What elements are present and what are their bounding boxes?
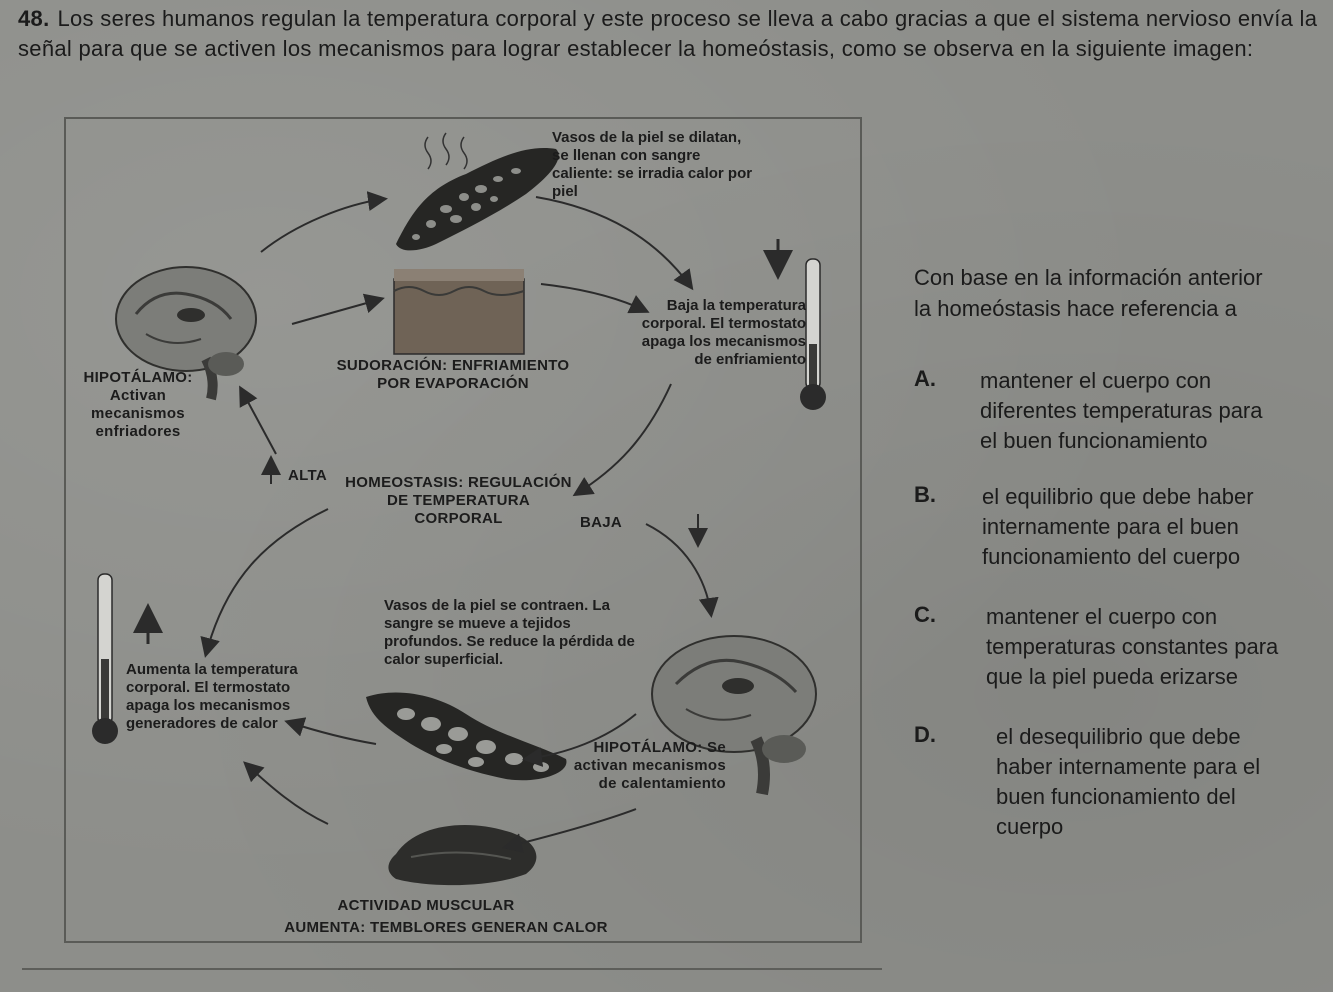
label-sweating: SUDORACIÓN: ENFRIAMIENTO POR EVAPORACIÓN <box>336 357 570 392</box>
question-number: 48. <box>18 6 50 31</box>
cycle-arrows <box>200 191 719 853</box>
question-intro: 48.Los seres humanos regulan la temperat… <box>18 4 1318 64</box>
question-intro-text: Los seres humanos regulan la temperatura… <box>18 6 1318 61</box>
label-temp-drops: Baja la temperatura corporal. El termost… <box>641 297 806 368</box>
homeostasis-figure: Vasos de la piel se dilatan, se llenan c… <box>64 117 862 943</box>
label-temp-rises: Aumenta la temperatura corporal. El term… <box>126 661 298 732</box>
page-divider <box>22 968 882 970</box>
option-a-text[interactable]: mantener el cuerpo con diferentes temper… <box>980 368 1263 453</box>
question-stem: Con base en la información anterior la h… <box>914 265 1263 321</box>
figure-illustrations <box>92 132 826 886</box>
option-d-letter: D. <box>914 722 936 747</box>
brain-bottom-icon <box>651 635 817 796</box>
label-vessels-dilate: Vasos de la piel se dilatan, se llenan c… <box>552 129 753 200</box>
option-d-text[interactable]: el desequilibrio que debe haber internam… <box>996 724 1261 839</box>
label-muscle-activity: ACTIVIDAD MUSCULAR <box>337 897 515 914</box>
skin-block-icon <box>393 269 525 355</box>
label-shivering: AUMENTA: TEMBLORES GENERAN CALOR <box>284 919 608 936</box>
option-b-letter: B. <box>914 482 936 507</box>
label-center-title: HOMEOSTASIS: REGULACIÓN DE TEMPERATURA C… <box>345 474 572 527</box>
muscle-icon <box>388 824 537 886</box>
constricted-vessels-icon <box>366 692 567 781</box>
label-vessels-constrict: Vasos de la piel se contraen. La sangre … <box>384 597 635 668</box>
label-hypothalamus-heat: HIPOTÁLAMO: Se activan mecanismos de cal… <box>573 739 726 792</box>
brain-top-icon <box>115 266 257 401</box>
label-hypothalamus-cool: HIPOTÁLAMO: Activan mecanismos enfriador… <box>83 369 193 440</box>
thermometer-rising-icon <box>92 573 163 744</box>
heat-waves-icon <box>424 132 468 170</box>
label-low: BAJA <box>580 514 623 531</box>
dilated-vessels-icon <box>396 148 559 251</box>
option-b-text[interactable]: el equilibrio que debe haber internament… <box>982 484 1254 569</box>
option-c-text[interactable]: mantener el cuerpo con temperaturas cons… <box>986 604 1279 689</box>
option-a-letter: A. <box>914 366 936 391</box>
thermometer-falling-icon <box>763 239 826 410</box>
label-high: ALTA <box>288 467 327 484</box>
option-c-letter: C. <box>914 602 936 627</box>
